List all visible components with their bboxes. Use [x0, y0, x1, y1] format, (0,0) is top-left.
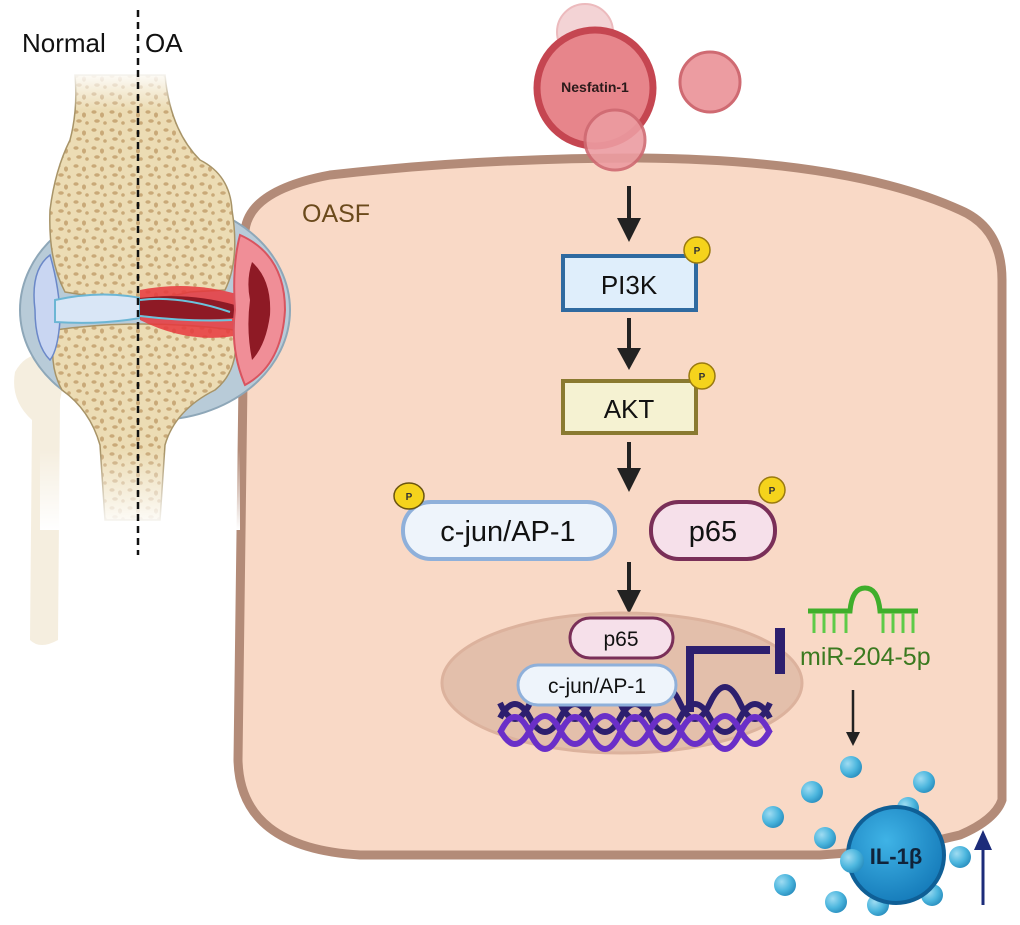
p65-label: p65 [689, 516, 737, 548]
pathway-arrows [617, 186, 860, 746]
cell-membrane [233, 153, 1007, 860]
cjun-label: c-jun/AP-1 [440, 516, 575, 548]
arrow-nesfatin-to-pi3k [617, 186, 641, 242]
nucleus: p65 c-jun/AP-1 [440, 611, 804, 755]
nuclear-cjun-node: c-jun/AP-1 [516, 663, 678, 707]
nuclear-cjun-label: c-jun/AP-1 [548, 675, 646, 698]
oa-cartilage-line [139, 297, 233, 322]
arrow-akt-to-tfs [617, 442, 641, 492]
il1b-label: IL-1β [870, 844, 923, 869]
oa-synovium-inner [248, 262, 271, 360]
svg-text:P: P [769, 486, 776, 497]
akt-phospho-badge: P [688, 362, 716, 390]
arrow-pi3k-to-akt [617, 318, 641, 370]
nuclear-p65-label: p65 [603, 628, 638, 651]
cartilage-normal [54, 293, 141, 324]
pi3k-node: PI3K P [561, 236, 711, 312]
mirna-hairpin-icon [808, 585, 918, 633]
mirna-204-5p: miR-204-5p [800, 585, 931, 671]
akt-node: AKT P [561, 362, 716, 435]
cell-oasf: OASF [233, 153, 1007, 860]
svg-text:P: P [699, 372, 706, 383]
akt-label: AKT [604, 394, 655, 424]
cjun-ap1-node: c-jun/AP-1 P [393, 482, 617, 561]
fibula-bone [14, 354, 63, 645]
nesfatin-bubble-bottom [583, 108, 647, 172]
p65-phospho-badge: P [758, 476, 786, 504]
inhibition-promoter [686, 628, 785, 712]
svg-text:P: P [694, 246, 701, 257]
knee-joint-illustration: Normal OA [14, 10, 291, 645]
upregulation-arrow-icon [974, 830, 992, 905]
cjun-phospho-badge: P [393, 482, 425, 510]
oa-damaged-cartilage [140, 296, 235, 320]
nuclear-p65-node: p65 [568, 616, 675, 660]
arrow-mirna-to-il1b [846, 690, 860, 746]
dna-helix [497, 684, 773, 752]
pi3k-label: PI3K [601, 270, 658, 300]
cell-label: OASF [302, 200, 370, 228]
label-oa: OA [145, 28, 183, 58]
nesfatin-1-ligand: Nesfatin-1 [533, 3, 742, 172]
nesfatin-bubble-right [678, 50, 742, 114]
mirna-label: miR-204-5p [800, 643, 931, 671]
pi3k-phospho-badge: P [683, 236, 711, 264]
p65-node: p65 P [649, 476, 786, 561]
il1b-cytokine: IL-1β [762, 756, 992, 916]
nesfatin-label: Nesfatin-1 [561, 79, 629, 95]
label-normal: Normal [22, 28, 106, 58]
svg-text:P: P [406, 492, 413, 503]
arrow-tfs-to-nucleus [617, 562, 641, 614]
